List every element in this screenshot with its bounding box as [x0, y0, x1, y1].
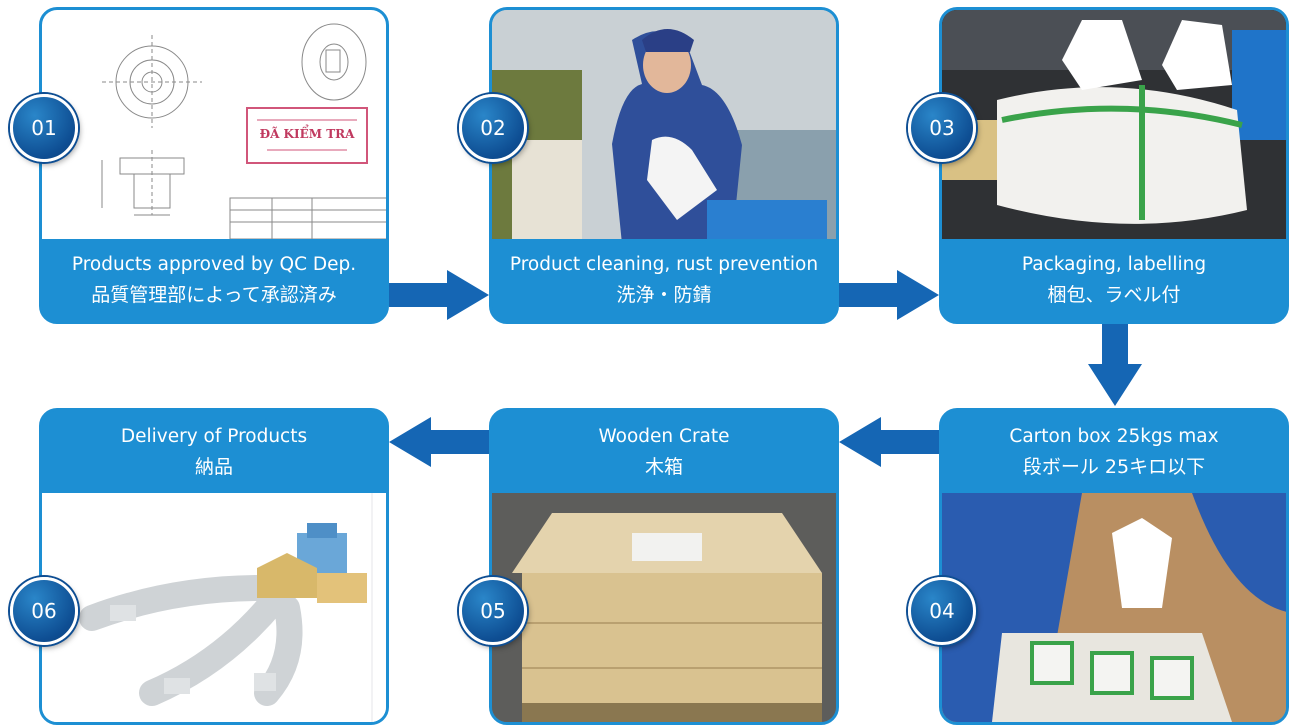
arrow-left-icon [839, 417, 939, 467]
step-caption-06: Delivery of Products 納品 [42, 411, 386, 493]
step-title-en: Wooden Crate [598, 426, 730, 447]
step-title-jp: 梱包、ラベル付 [1047, 284, 1181, 306]
step-number-badge: 02 [459, 94, 527, 162]
arrow-right-icon [389, 270, 489, 320]
step-caption-01: Products approved by QC Dep. 品質管理部によって承認… [42, 239, 386, 321]
step-title-en: Packaging, labelling [1021, 254, 1207, 275]
packaging-photo [942, 10, 1286, 239]
step-number-badge: 05 [459, 577, 527, 645]
step-number-badge: 04 [908, 577, 976, 645]
step-number-badge: 03 [908, 94, 976, 162]
step-card-02: Product cleaning, rust prevention 洗浄・防錆 [489, 7, 839, 324]
arrow-down-icon [1088, 324, 1142, 406]
technical-drawing-image: ĐÃ KIỂM TRA [42, 10, 386, 239]
step-number-badge: 06 [10, 577, 78, 645]
step-number: 04 [929, 599, 955, 623]
step-title-jp: 納品 [194, 456, 233, 478]
arrow-left-icon [389, 417, 489, 467]
step-title-en: Products approved by QC Dep. [71, 254, 357, 275]
step-card-05: Wooden Crate 木箱 [489, 408, 839, 725]
delivery-illustration [42, 493, 386, 722]
step-number: 02 [480, 116, 506, 140]
step-number: 01 [31, 116, 57, 140]
step-title-en: Delivery of Products [120, 426, 308, 447]
step-number: 03 [929, 116, 955, 140]
step-caption-04: Carton box 25kgs max 段ボール 25キロ以下 [942, 411, 1286, 493]
step-card-06: Delivery of Products 納品 [39, 408, 389, 725]
step-number: 05 [480, 599, 506, 623]
step-title-jp: 段ボール 25キロ以下 [1022, 456, 1206, 478]
step-card-04: Carton box 25kgs max 段ボール 25キロ以下 [939, 408, 1289, 725]
qc-stamp-text: ĐÃ KIỂM TRA [260, 123, 356, 141]
cleaning-photo [492, 10, 836, 239]
step-title-en: Carton box 25kgs max [1009, 426, 1219, 447]
step-title-jp: 木箱 [644, 456, 683, 478]
carton-box-photo [942, 493, 1286, 722]
step-card-03: Packaging, labelling 梱包、ラベル付 [939, 7, 1289, 324]
step-card-01: ĐÃ KIỂM TRA Products approved by QC Dep.… [39, 7, 389, 324]
step-title-jp: 品質管理部によって承認済み [91, 284, 337, 306]
step-caption-03: Packaging, labelling 梱包、ラベル付 [942, 239, 1286, 321]
step-title-jp: 洗浄・防錆 [616, 284, 712, 306]
step-number: 06 [31, 599, 57, 623]
wooden-crate-photo [492, 493, 836, 722]
arrow-right-icon [839, 270, 939, 320]
step-title-en: Product cleaning, rust prevention [509, 254, 819, 275]
step-number-badge: 01 [10, 94, 78, 162]
step-caption-05: Wooden Crate 木箱 [492, 411, 836, 493]
step-caption-02: Product cleaning, rust prevention 洗浄・防錆 [492, 239, 836, 321]
